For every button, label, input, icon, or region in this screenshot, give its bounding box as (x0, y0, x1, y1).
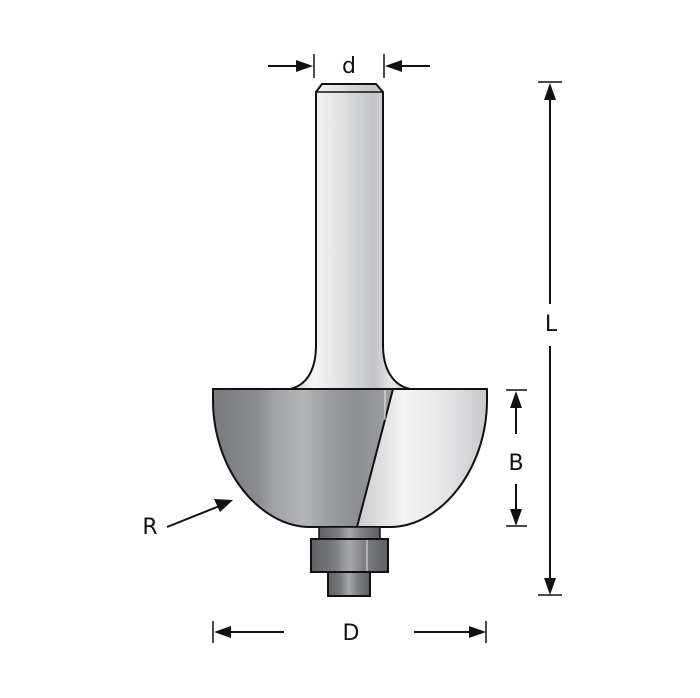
bearing (310, 526, 389, 597)
shank (289, 83, 411, 390)
label-L: L (545, 312, 558, 337)
label-d: d (342, 54, 356, 79)
dimension-R: R (142, 499, 233, 540)
dimension-B: B (506, 389, 527, 527)
label-R: R (142, 515, 157, 540)
label-D: D (343, 621, 360, 646)
dimension-D: D (212, 621, 487, 646)
cutter-body (212, 388, 488, 528)
flute-edge (356, 388, 394, 528)
dimension-d: d (268, 54, 430, 79)
label-B: B (508, 451, 523, 476)
dimension-L: L (538, 81, 562, 596)
